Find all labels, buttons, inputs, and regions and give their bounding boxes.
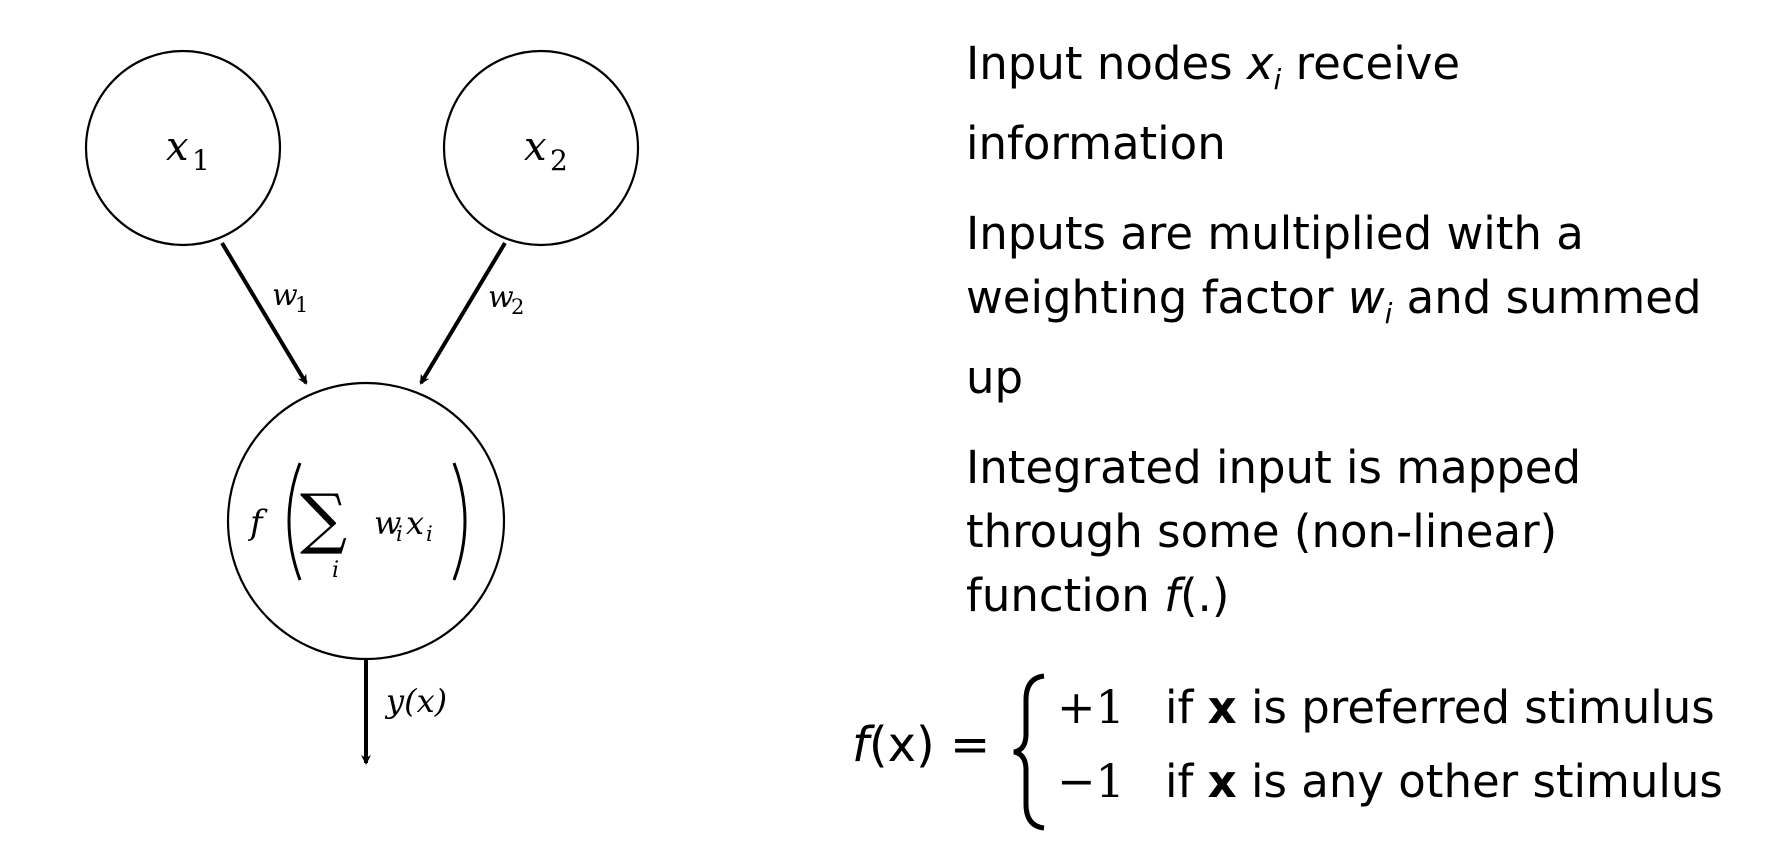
input-node-x1-label: x <box>166 124 189 170</box>
explanation-input-nodes: Input nodes xi receive information <box>966 37 1461 170</box>
neuron-diagram: x 1 x 2 w 1 w 2 f ∑ i w i x i y(x) <box>84 49 640 765</box>
neuron-left-paren <box>287 462 302 581</box>
input-node-x1-subscript: 1 <box>192 144 210 177</box>
weight-arrow-1 <box>220 241 308 385</box>
explanation-panel: Input nodes xi receive information Input… <box>966 32 1726 654</box>
weight-1-subscript: 1 <box>295 293 308 317</box>
explanation-activation: Integrated input is mapped through some … <box>966 441 1582 622</box>
neuron-sum-index: i <box>332 558 339 583</box>
input-node-x1: x 1 <box>84 49 282 247</box>
neuron-sum-symbol: ∑ <box>300 480 347 557</box>
weight-1-label: w <box>272 278 298 313</box>
neuron-function-label: f <box>247 503 268 543</box>
input-node-x2-label: x <box>524 124 547 170</box>
explanation-weighting: Inputs are multiplied with a weighting f… <box>966 207 1702 404</box>
neuron-node: f ∑ i w i x i <box>226 381 506 661</box>
output-label: y(x) <box>384 682 447 720</box>
weight-2-subscript: 2 <box>511 295 524 319</box>
neuron-input-subscript: i <box>426 522 433 546</box>
formula-lhs: f(x) = <box>852 717 991 773</box>
neuron-weight-term: w <box>374 504 401 542</box>
input-node-x2: x 2 <box>442 49 640 247</box>
formula-brace <box>1013 673 1045 831</box>
weight-2-label: w <box>488 280 514 315</box>
neuron-input-term: x <box>406 504 424 542</box>
weight-arrow-2 <box>419 241 507 385</box>
neuron-weight-subscript: i <box>396 522 403 546</box>
neuron-right-paren <box>452 462 467 581</box>
input-node-x2-subscript: 2 <box>550 144 568 177</box>
